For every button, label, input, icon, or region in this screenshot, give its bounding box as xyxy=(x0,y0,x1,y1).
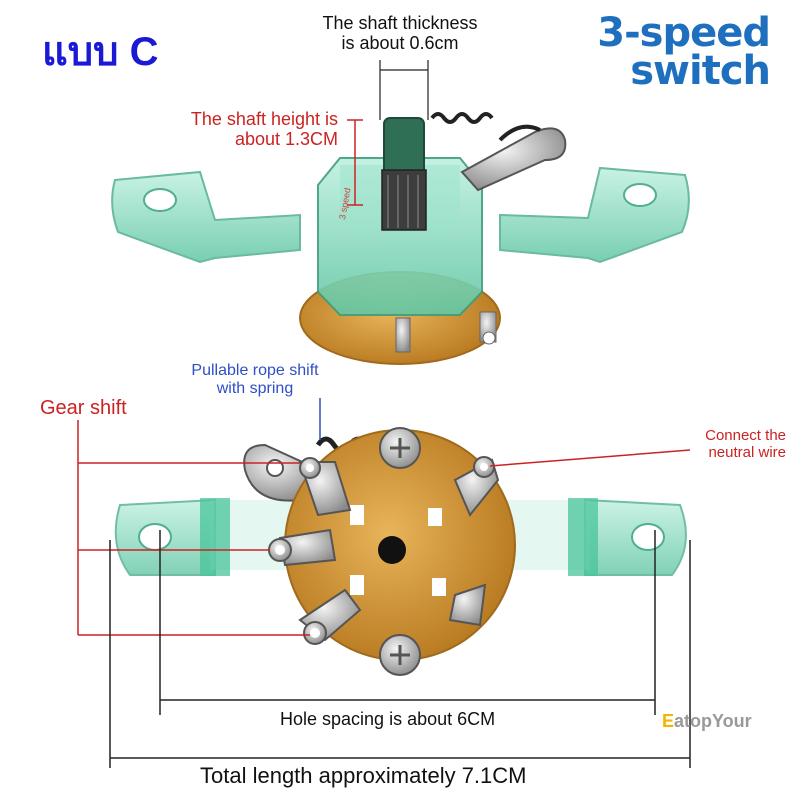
hole-spacing-label: Hole spacing is about 6CM xyxy=(280,709,496,729)
switch-side-view: 3 speed xyxy=(111,60,690,365)
switch-back-view xyxy=(114,427,687,676)
title-line-1: 3-speed xyxy=(597,10,771,56)
watermark-logo: EatopYour xyxy=(662,711,752,732)
watermark-e: E xyxy=(662,711,675,731)
shaft-thickness-callout: The shaft thickness is about 0.6cm xyxy=(300,13,500,54)
shaft-height-line-2: about 1.3CM xyxy=(234,128,338,149)
rope-line-2: with spring xyxy=(216,379,294,397)
neutral-line-1: Connect the xyxy=(705,427,786,444)
callout-lines xyxy=(77,398,691,768)
shaft-height-line-1: The shaft height is xyxy=(190,109,338,129)
variant-label: แบบ C xyxy=(42,30,159,74)
shaft-thickness-line-1: The shaft thickness xyxy=(322,13,478,33)
shaft-height-callout: The shaft height is about 1.3CM xyxy=(190,109,338,150)
gear-shift-callout: Gear shift xyxy=(40,397,127,419)
product-title: 3-speed switch xyxy=(597,10,771,94)
rope-shift-callout: Pullable rope shift with spring xyxy=(170,362,340,397)
total-length-label: Total length approximately 7.1CM xyxy=(200,763,527,788)
rope-line-1: Pullable rope shift xyxy=(191,362,319,379)
title-line-2: switch xyxy=(630,48,771,94)
neutral-wire-callout: Connect the neutral wire xyxy=(705,427,786,461)
shaft-thickness-line-2: is about 0.6cm xyxy=(341,32,459,53)
neutral-line-2: neutral wire xyxy=(708,443,786,461)
watermark-text: atopYour xyxy=(674,711,752,731)
